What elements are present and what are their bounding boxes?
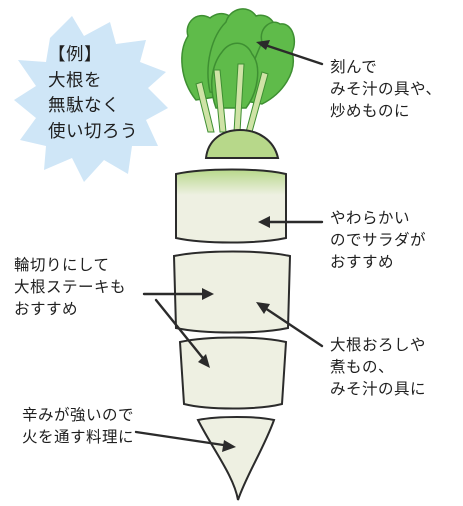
- label-tip: 辛みが強いので 火を通す料理に: [22, 404, 134, 448]
- label-leaves: 刻んで みそ汁の具や、 炒めものに: [330, 56, 442, 122]
- radish-middle-piece: [172, 250, 292, 334]
- label-line: 大根おろしや: [330, 336, 426, 354]
- label-line: みそ汁の具に: [330, 380, 427, 398]
- arrow-middle-right-head: [256, 302, 270, 314]
- label-upper: やわらかい のでサラダが おすすめ: [330, 207, 426, 273]
- label-line: のでサラダが: [330, 231, 427, 249]
- label-line: やわらかい: [330, 209, 411, 227]
- example-badge-line: 無駄なく: [48, 96, 120, 116]
- label-line: 辛みが強いので: [22, 406, 135, 424]
- label-line: おすすめ: [330, 253, 395, 271]
- example-badge-text: 【例】 大根を 無駄なく 使い切ろう: [48, 43, 138, 145]
- label-line: 煮もの、: [330, 358, 395, 376]
- radish-tip-piece: [196, 416, 276, 501]
- example-badge-line: 【例】: [48, 45, 102, 65]
- arrow-leaves: [260, 42, 324, 66]
- example-burst: [14, 16, 168, 182]
- stem-1: [195, 81, 215, 133]
- leaf-mid: [210, 42, 259, 109]
- arrow-middle-right: [260, 304, 324, 348]
- arrow-middle-left-2: [154, 298, 208, 364]
- arrow-middle-left-head: [202, 288, 214, 300]
- label-line: 大根ステーキも: [14, 278, 127, 296]
- radish-top-piece: [204, 128, 280, 159]
- label-middle-right: 大根おろしや 煮もの、 みそ汁の具に: [330, 334, 426, 400]
- radish-stems: [195, 63, 269, 133]
- label-line: 火を通す料理に: [22, 428, 135, 446]
- label-line: おすすめ: [14, 300, 79, 318]
- arrow-middle-left-2-head: [198, 354, 210, 368]
- radish-upper-piece: [175, 168, 287, 244]
- arrow-leaves-head: [256, 40, 270, 50]
- label-line: みそ汁の具や、: [330, 80, 442, 98]
- radish-lower-piece: [178, 336, 288, 410]
- arrow-tip: [134, 430, 232, 448]
- example-badge-line: 大根を: [48, 70, 102, 91]
- label-middle-left: 輪切りにして 大根ステーキも おすすめ: [14, 254, 126, 320]
- label-line: 刻んで: [330, 58, 378, 76]
- label-line: 炒めものに: [330, 102, 411, 120]
- radish-leaves: [181, 8, 296, 109]
- arrow-upper-head: [258, 216, 270, 228]
- example-badge-line: 使い切ろう: [48, 121, 138, 142]
- label-line: 輪切りにして: [14, 256, 110, 274]
- arrows: [134, 40, 324, 452]
- arrow-tip-head: [222, 440, 236, 452]
